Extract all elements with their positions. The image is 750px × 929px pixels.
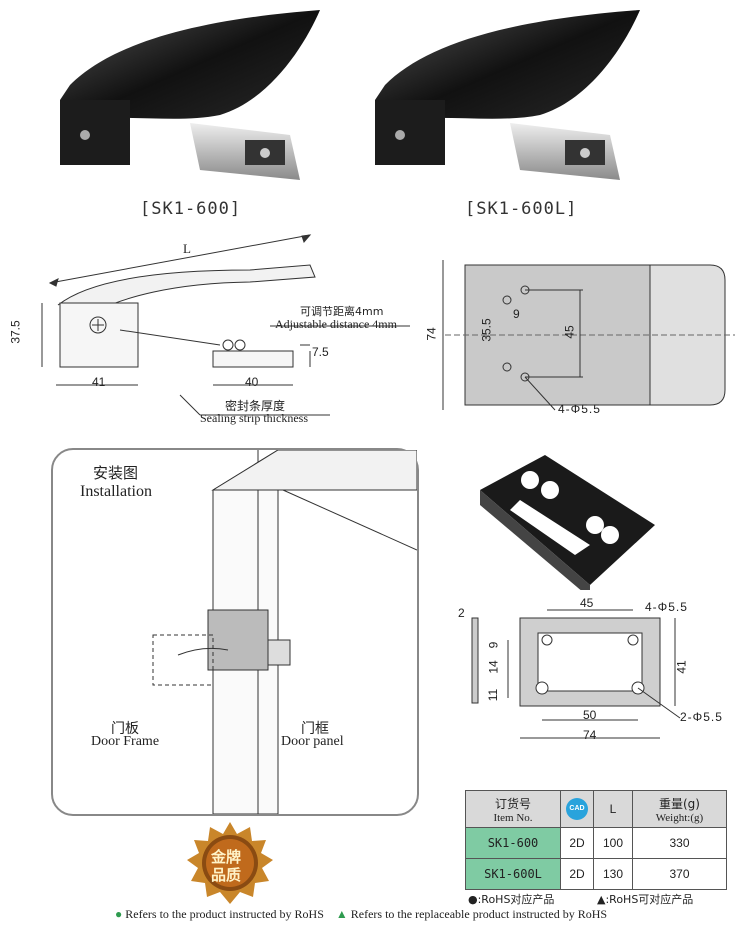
- dim-74-vertical: 74: [424, 327, 439, 341]
- header-item: 订货号 Item No.: [465, 790, 561, 828]
- dim-7-5: 7.5: [312, 345, 329, 359]
- dim-L: L: [183, 241, 191, 256]
- product-label-sk1-600: [SK1-600]: [140, 199, 242, 219]
- legend-rohs-en-2: Refers to the replaceable product instru…: [350, 907, 608, 921]
- header-weight: 重量(g) Weight:(g): [632, 790, 727, 828]
- dim-40: 40: [245, 375, 259, 389]
- header-cad: CAD: [560, 790, 594, 828]
- side-view-drawing: L 37.5 41 40 7.5 可调节距离4mm Adjustable dis…: [8, 225, 430, 435]
- green-circle-icon: ●: [115, 907, 123, 921]
- dim-9-top: 9: [513, 307, 520, 321]
- adjust-label-cn: 可调节距离4mm: [300, 305, 384, 318]
- dim-74-plate: 74: [583, 728, 597, 742]
- top-view-drawing: 74 35.5 9 45 4-Φ5.5: [425, 245, 745, 430]
- dim-35-5: 35.5: [479, 318, 494, 342]
- plate-dimension-drawing: 2 45 4-Φ5.5 9 14 11 41 50 74 2-Φ5.5: [450, 596, 745, 748]
- cell-item: SK1-600L: [465, 858, 561, 890]
- cell-L: 130: [593, 858, 633, 890]
- adjust-label-en: Adjustable distance 4mm: [275, 317, 397, 331]
- door-panel-label-en: Door panel: [281, 734, 344, 749]
- cell-L: 100: [593, 827, 633, 859]
- table-row: SK1-600L 2D 130 370: [465, 858, 727, 890]
- dim-45-plate: 45: [580, 596, 594, 610]
- holes2-label-plate: 2-Φ5.5: [680, 710, 723, 724]
- mounting-plate-photo: [470, 450, 660, 598]
- cell-weight: 370: [632, 858, 727, 890]
- badge-text-2: 品质: [211, 866, 242, 884]
- product-label-sk1-600l: [SK1-600L]: [465, 199, 578, 219]
- dim-45-top: 45: [562, 325, 577, 339]
- dim-37-5: 37.5: [8, 320, 23, 344]
- door-frame-label-en: Door Frame: [91, 734, 160, 749]
- dim-2: 2: [458, 606, 465, 620]
- seal-label-cn: 密封条厚度: [225, 399, 286, 413]
- cad-icon: CAD: [566, 798, 588, 820]
- legend-en-row: ● Refers to the product instructed by Ro…: [115, 907, 607, 922]
- spec-table: 订货号 Item No. CAD L 重量(g) Weight:(g) SK1-…: [465, 790, 727, 890]
- table-header-row: 订货号 Item No. CAD L 重量(g) Weight:(g): [465, 790, 727, 828]
- dim-9-plate: 9: [486, 641, 501, 649]
- legend-rohs-en-1: Refers to the product instructed by RoHS: [125, 907, 324, 921]
- gold-quality-badge: 金牌 品质: [185, 820, 275, 910]
- seal-label-en: Sealing strip thickness: [200, 411, 308, 425]
- legend-rohs-cn-1: ●:RoHS对应产品: [468, 893, 555, 906]
- dim-41: 41: [92, 375, 106, 389]
- holes4-label-plate: 4-Φ5.5: [645, 600, 688, 614]
- installation-title-cn: 安装图: [93, 464, 139, 482]
- holes-label-top: 4-Φ5.5: [558, 402, 601, 416]
- cell-item: SK1-600: [465, 827, 561, 859]
- dim-11: 11: [486, 688, 501, 702]
- product-photo-sk1-600: [50, 5, 330, 195]
- badge-text-1: 金牌: [211, 848, 242, 866]
- dim-14: 14: [486, 660, 501, 674]
- cell-cad: 2D: [560, 858, 594, 890]
- cell-cad: 2D: [560, 827, 594, 859]
- cell-weight: 330: [632, 827, 727, 859]
- table-row: SK1-600 2D 100 330: [465, 827, 727, 859]
- door-frame-label-cn: 门板: [111, 721, 139, 737]
- installation-title-en: Installation: [80, 483, 152, 500]
- product-photo-sk1-600l: [365, 5, 650, 195]
- header-L: L: [593, 790, 633, 828]
- dim-50-plate: 50: [583, 708, 597, 722]
- door-panel-label-cn: 门框: [301, 721, 329, 737]
- green-triangle-icon: ▲: [335, 907, 348, 921]
- legend-rohs-cn-2: ▲:RoHS可对应产品: [597, 893, 694, 906]
- dim-41-plate: 41: [674, 660, 689, 674]
- installation-panel: 安装图 Installation 门板 Door Frame 门框 Door p…: [51, 448, 419, 816]
